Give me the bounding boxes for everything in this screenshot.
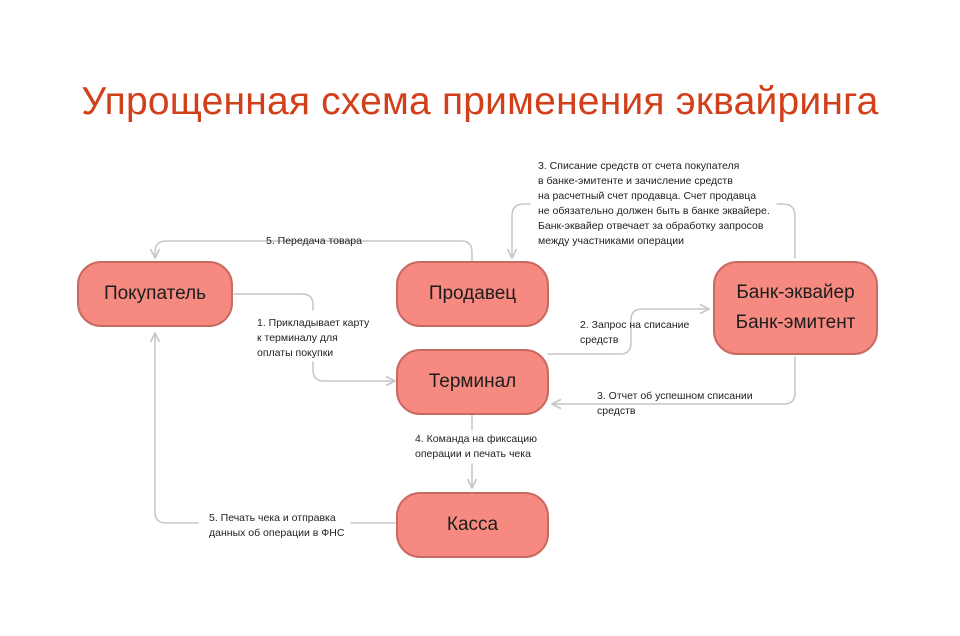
- note-line: в банке-эмитенте и зачисление средств: [538, 175, 733, 187]
- note-line: 3. Списание средств от счета покупателя: [538, 160, 740, 172]
- node-cash: Касса: [396, 492, 549, 558]
- arrow-request: [547, 303, 710, 355]
- note-report: 3. Отчет об успешном списании средств: [597, 389, 753, 419]
- note-line: между участниками операции: [538, 235, 684, 247]
- note-line: 2. Запрос на списание: [580, 319, 690, 331]
- note-line: данных об операции в ФНС: [209, 527, 345, 539]
- arrow-transfer: [776, 203, 796, 259]
- note-line: оплаты покупки: [257, 347, 334, 359]
- diagram-title: Упрощенная схема применения эквайринга: [81, 80, 879, 123]
- node-buyer: Покупатель: [77, 261, 233, 327]
- node-bank-line1: Банк-эквайер: [736, 282, 855, 303]
- note-card: 1. Прикладывает карту к терминалу для оп…: [257, 316, 369, 361]
- note-line: средств: [580, 334, 619, 346]
- node-terminal: Терминал: [396, 349, 549, 415]
- note-receipt: 5. Печать чека и отправка данных об опер…: [209, 511, 344, 541]
- note-line: на расчетный счет продавца. Счет продавц…: [538, 190, 757, 202]
- note-line: не обязательно должен быть в банке эквай…: [538, 205, 770, 217]
- note-line: Банк-эквайер отвечает за обработку запро…: [538, 220, 764, 232]
- node-terminal-label: Терминал: [428, 371, 517, 392]
- node-seller: Продавец: [396, 261, 549, 327]
- note-transfer: 3. Списание средств от счета покупателя …: [538, 159, 770, 249]
- node-cash-label: Касса: [446, 514, 499, 535]
- note-goods-line: 5. Передача товара: [266, 235, 362, 247]
- note-line: операции и печать чека: [415, 448, 531, 460]
- arrow-goods: [149, 240, 473, 263]
- note-command: 4. Команда на фиксацию операции и печать…: [415, 432, 537, 462]
- node-seller-label: Продавец: [428, 283, 517, 304]
- note-request: 2. Запрос на списание средств: [580, 318, 689, 348]
- arrow-report: [551, 356, 796, 410]
- note-line: 1. Прикладывает карту: [257, 317, 370, 329]
- node-buyer-label: Покупатель: [103, 283, 207, 304]
- note-line: 4. Команда на фиксацию: [415, 433, 537, 445]
- arrow-card: [233, 293, 314, 311]
- note-line: 5. Печать чека и отправка: [209, 512, 336, 524]
- note-goods: 5. Передача товара: [266, 234, 362, 249]
- note-line: 3. Отчет об успешном списании: [597, 390, 753, 402]
- node-bank: Банк-эквайер Банк-эмитент: [713, 261, 878, 355]
- note-line: средств: [597, 405, 636, 417]
- node-bank-line2: Банк-эмитент: [735, 312, 856, 333]
- note-line: к терминалу для: [257, 332, 338, 344]
